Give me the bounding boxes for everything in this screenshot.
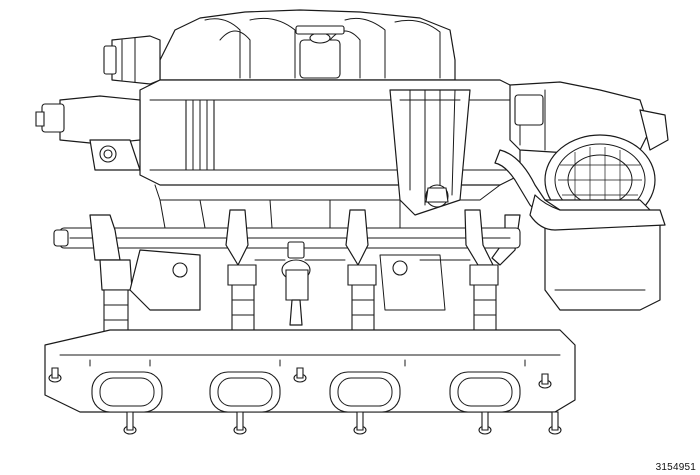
injector-2 (346, 210, 376, 335)
pressure-regulator (282, 242, 310, 325)
throttle-body (510, 82, 668, 310)
stud-8 (549, 412, 561, 434)
top-left-connector (104, 36, 160, 84)
figure-id-label: 3154951 (655, 462, 696, 473)
stud-2 (294, 368, 306, 382)
manifold-casting (130, 200, 470, 310)
center-rib-bracket (186, 100, 214, 170)
intake-port-1 (92, 372, 162, 412)
lower-flange (45, 330, 575, 434)
injector-3 (465, 210, 498, 335)
stud-1 (49, 368, 61, 382)
injector-4 (100, 260, 132, 335)
stud-4 (124, 412, 136, 434)
stud-7 (479, 412, 491, 434)
intake-port-4 (450, 372, 520, 412)
plenum-upper (160, 10, 455, 80)
stud-6 (354, 412, 366, 434)
intake-port-2 (210, 372, 280, 412)
support-bracket-triangle (390, 90, 470, 215)
intake-port-3 (330, 372, 400, 412)
left-sensor-bracket (36, 96, 140, 170)
fuel-rail (54, 215, 520, 260)
injector-1 (226, 210, 256, 335)
stud-3 (539, 374, 551, 388)
stud-5 (234, 412, 246, 434)
